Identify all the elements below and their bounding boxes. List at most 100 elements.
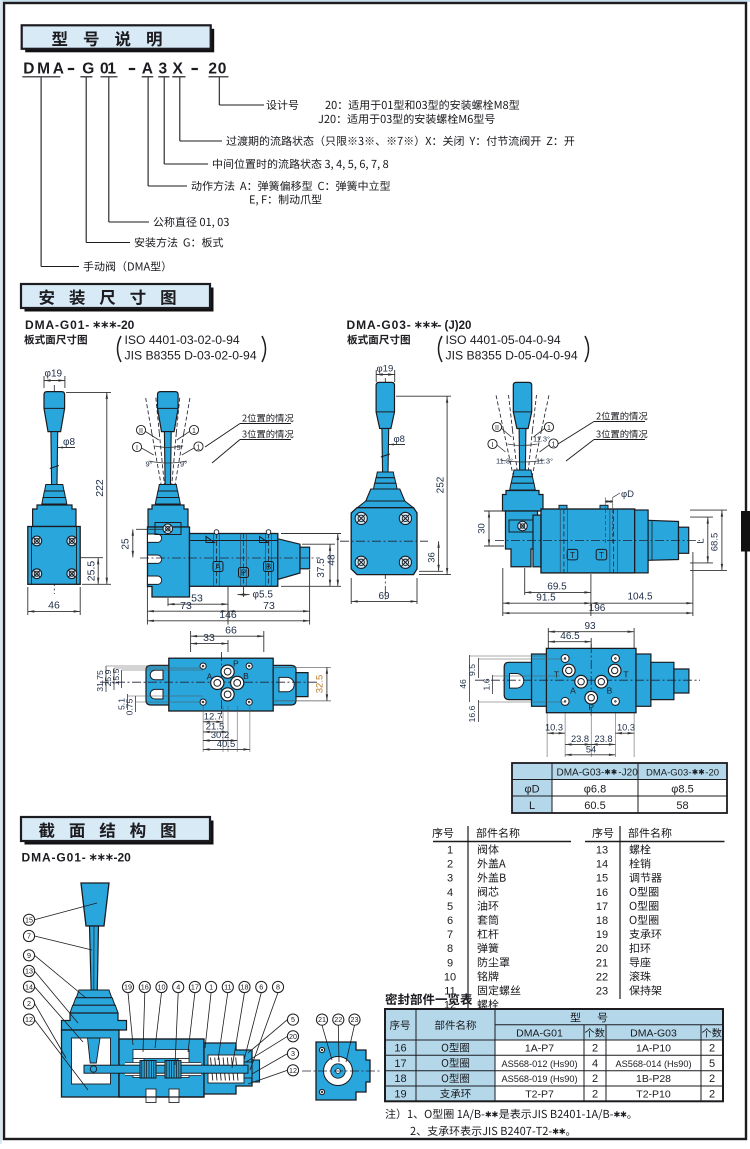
svg-text:9: 9 <box>447 957 453 969</box>
svg-text:3: 3 <box>447 873 453 885</box>
svg-text:9°: 9° <box>146 460 153 469</box>
svg-text:48: 48 <box>327 554 338 566</box>
svg-text:0.75: 0.75 <box>125 698 135 715</box>
svg-text:19: 19 <box>596 929 608 941</box>
svg-text:25: 25 <box>121 538 132 550</box>
svg-text:11.3°: 11.3° <box>496 457 513 466</box>
svg-text:AS568-014 (Hs90): AS568-014 (Hs90) <box>615 1059 691 1069</box>
svg-text:22: 22 <box>334 1015 342 1024</box>
svg-text:2: 2 <box>592 1042 598 1054</box>
svg-text:1B-P28: 1B-P28 <box>636 1073 671 1085</box>
svg-text:1: 1 <box>447 845 453 857</box>
svg-text:7: 7 <box>447 929 453 941</box>
svg-text:I: I <box>136 445 138 452</box>
svg-text:ISO 4401-03-02-0-94: ISO 4401-03-02-0-94 <box>125 333 240 347</box>
svg-text:1: 1 <box>192 428 196 435</box>
svg-text:2: 2 <box>592 1073 598 1085</box>
svg-text:JIS B8355 D-03-02-0-94: JIS B8355 D-03-02-0-94 <box>125 349 257 363</box>
svg-text:18: 18 <box>394 1073 406 1085</box>
svg-text:18: 18 <box>241 983 249 992</box>
svg-text:-20: -20 <box>114 851 132 865</box>
svg-text:73: 73 <box>180 600 192 612</box>
svg-text:53: 53 <box>191 593 203 605</box>
svg-text:23.8: 23.8 <box>571 734 589 744</box>
svg-text:16: 16 <box>394 1042 406 1054</box>
svg-text:15: 15 <box>596 873 608 885</box>
svg-text:5: 5 <box>447 901 453 913</box>
svg-text:33: 33 <box>203 632 215 644</box>
svg-text:8: 8 <box>447 943 453 955</box>
svg-text:17: 17 <box>191 983 199 992</box>
svg-text:4: 4 <box>176 983 180 992</box>
svg-text:93: 93 <box>584 621 596 632</box>
svg-text:P: P <box>241 569 246 578</box>
svg-text:2: 2 <box>27 999 31 1008</box>
svg-text:13: 13 <box>596 845 608 857</box>
svg-text:9°: 9° <box>177 443 184 452</box>
svg-text:58: 58 <box>676 800 688 812</box>
svg-text:11: 11 <box>224 983 231 992</box>
svg-text:4: 4 <box>592 1058 598 1070</box>
svg-text:222: 222 <box>94 479 106 497</box>
svg-text:2: 2 <box>592 1088 598 1100</box>
svg-text:19: 19 <box>124 983 132 992</box>
svg-text:6: 6 <box>259 983 263 992</box>
svg-text:JIS B8355 D-05-04-0-94: JIS B8355 D-05-04-0-94 <box>446 349 578 363</box>
svg-text:B: B <box>266 563 271 572</box>
svg-text:φ8: φ8 <box>394 434 405 445</box>
svg-text:23: 23 <box>596 986 608 998</box>
svg-text:1.6: 1.6 <box>482 678 492 690</box>
svg-text:30: 30 <box>477 523 488 534</box>
svg-text:DMA: DMA <box>23 61 66 78</box>
svg-text:DMA-G01-: DMA-G01- <box>25 318 90 332</box>
svg-text:1A-P10: 1A-P10 <box>636 1042 671 1054</box>
svg-text:DMA-G03-: DMA-G03- <box>347 318 412 332</box>
svg-text:16.6: 16.6 <box>467 705 477 722</box>
svg-text:104.5: 104.5 <box>627 592 652 603</box>
svg-text:A: A <box>207 672 213 682</box>
svg-text:10: 10 <box>158 983 166 992</box>
svg-text:- (J)20: - (J)20 <box>438 320 472 332</box>
svg-text:DMA-G03-: DMA-G03- <box>557 767 605 778</box>
svg-text:DMA-G01: DMA-G01 <box>516 1028 563 1040</box>
svg-text:46: 46 <box>458 679 468 689</box>
svg-text:20: 20 <box>208 61 227 78</box>
svg-text:73: 73 <box>263 600 275 612</box>
svg-text:L: L <box>696 538 707 543</box>
svg-text:17: 17 <box>596 901 608 913</box>
svg-text:69: 69 <box>378 591 390 602</box>
svg-text:X: X <box>173 61 184 78</box>
svg-text:23: 23 <box>351 1015 359 1024</box>
svg-text:13: 13 <box>25 967 33 976</box>
svg-text:2: 2 <box>709 1088 715 1100</box>
svg-text:10.3: 10.3 <box>545 723 563 733</box>
svg-text:10.3: 10.3 <box>617 723 635 733</box>
svg-text:5: 5 <box>291 1015 295 1024</box>
svg-text:9: 9 <box>27 951 31 960</box>
svg-text:A: A <box>570 686 576 696</box>
svg-text:-20: -20 <box>117 318 135 332</box>
svg-text:G: G <box>82 61 94 78</box>
svg-text:DMA-G03: DMA-G03 <box>630 1028 677 1040</box>
svg-text:1A-P7: 1A-P7 <box>525 1042 554 1054</box>
svg-text:21: 21 <box>596 957 608 969</box>
svg-text:B: B <box>607 686 613 696</box>
svg-text:T2-P7: T2-P7 <box>525 1088 554 1100</box>
svg-text:φ19: φ19 <box>377 364 394 375</box>
svg-text:18: 18 <box>596 915 608 927</box>
svg-text:196: 196 <box>589 603 606 614</box>
svg-text:II: II <box>495 425 499 432</box>
svg-text:11.3°: 11.3° <box>536 457 553 466</box>
svg-text:01: 01 <box>100 61 116 78</box>
svg-text:17: 17 <box>394 1058 406 1070</box>
svg-text:4: 4 <box>447 887 453 899</box>
svg-text:B: B <box>243 671 249 681</box>
svg-text:68.5: 68.5 <box>710 533 721 552</box>
svg-text:46: 46 <box>48 600 60 612</box>
svg-text:T2-P10: T2-P10 <box>636 1088 671 1100</box>
svg-text:2: 2 <box>709 1042 715 1054</box>
svg-text:6: 6 <box>447 915 453 927</box>
svg-text:-20: -20 <box>705 767 719 778</box>
svg-text:9.5: 9.5 <box>467 664 477 676</box>
svg-text:φD: φD <box>524 783 539 795</box>
